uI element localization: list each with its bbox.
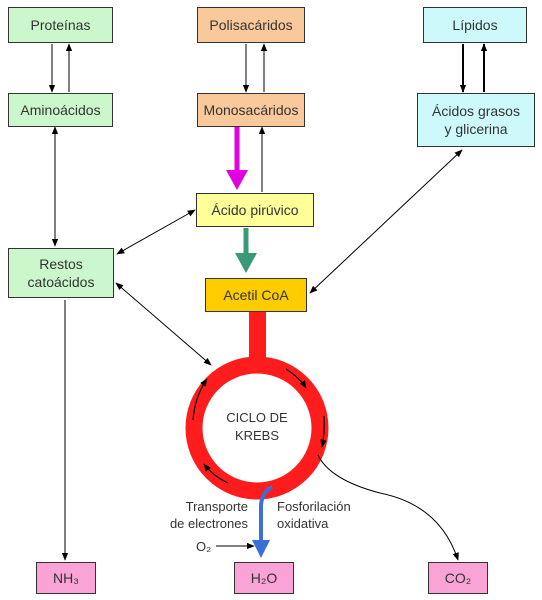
arrow-transport-to-h2o — [259, 485, 273, 542]
box-h2o: H₂O — [234, 562, 294, 594]
arrow-ciclo-to-co2 — [317, 454, 459, 561]
cycle-arrow-right — [320, 415, 327, 448]
o2-label: O₂ — [196, 539, 212, 554]
box-co2: CO₂ — [428, 562, 488, 594]
arrow-head-magenta — [226, 170, 248, 190]
cycle-arrow-bottom — [203, 463, 229, 484]
box-nh3: NH₃ — [36, 562, 96, 594]
arrow-acidos-grasos-acetil — [309, 149, 463, 294]
cycle-arrow-left — [192, 378, 208, 421]
box-aminoacidos: Aminoácidos — [8, 93, 113, 127]
box-restos-catoacidos: Restos catoácidos — [8, 248, 114, 298]
arrow-restos-ciclo — [115, 282, 212, 366]
arrow-piruvico-restos — [116, 209, 196, 255]
box-acidos-grasos: Ácidos grasos y glicerina — [417, 93, 535, 147]
phosphorylation-label: Fosforilación oxidativa — [277, 499, 351, 531]
transport-label: Transporte de electrones — [169, 499, 248, 531]
acetil-stem — [249, 312, 266, 357]
box-monosacaridos: Monosacáridos — [197, 93, 305, 127]
box-lipidos: Lípidos — [423, 7, 527, 43]
arrow-head-teal — [235, 253, 257, 273]
box-polisacaridos: Polisacáridos — [197, 7, 305, 43]
box-acetil-coa: Acetil CoA — [205, 278, 307, 312]
arrow-head-blue — [252, 540, 270, 558]
krebs-ring — [185, 356, 329, 500]
box-acido-piruvico: Ácido pirúvico — [196, 193, 314, 227]
box-proteinas: Proteínas — [8, 7, 113, 43]
cycle-arrow-top — [285, 368, 307, 389]
cycle-label: CICLO DE KREBS — [226, 410, 288, 443]
